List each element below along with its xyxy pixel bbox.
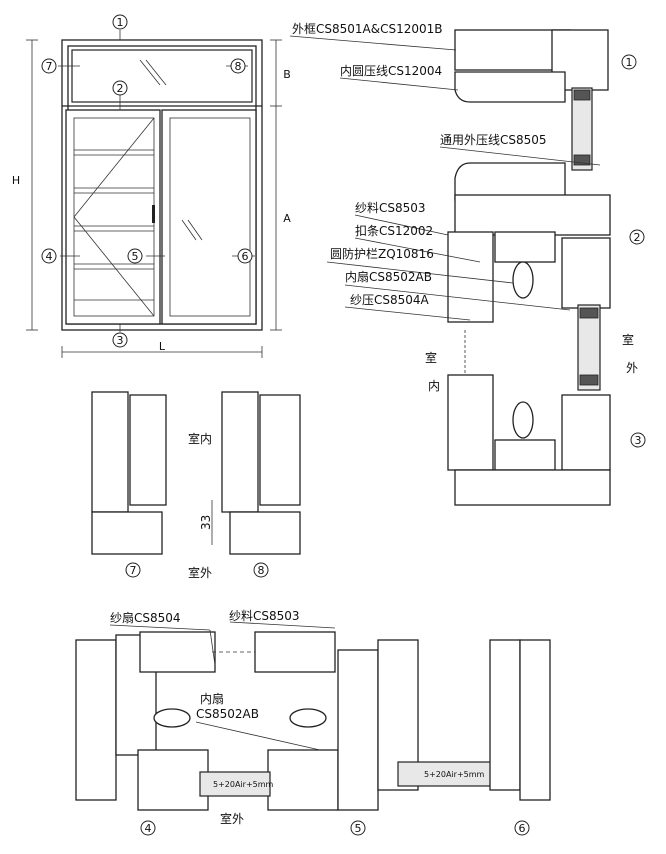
small-indoor-label: 室内 — [188, 431, 212, 446]
label-outer-bead: 通用外压线CS8505 — [440, 133, 547, 147]
label-inner-sash: 内扇CS8502AB — [345, 269, 432, 284]
marker-1: 1 — [626, 56, 633, 69]
marker-8: 8 — [258, 564, 265, 577]
label-screen-sash: 纱扇CS8504 — [110, 610, 181, 625]
outdoor-label-2: 外 — [626, 361, 638, 375]
small-outdoor-label: 室外 — [188, 565, 212, 580]
label-screen-profile-h: 纱料CS8503 — [229, 609, 300, 623]
svg-text:4: 4 — [46, 250, 53, 263]
dim-height: H — [12, 174, 20, 187]
bottom-outdoor-label: 室外 — [220, 811, 244, 826]
elevation-markers: 1 2 3 4 5 6 7 8 — [41, 14, 253, 348]
svg-text:3: 3 — [117, 334, 124, 347]
small-sections: 室内 室外 33 7 8 — [91, 391, 301, 580]
outdoor-label-1: 室 — [622, 332, 634, 347]
dim-sash: A — [283, 212, 291, 225]
handle-icon — [152, 205, 155, 223]
marker-5: 5 — [355, 822, 362, 835]
svg-text:2: 2 — [117, 82, 124, 95]
marker-4: 4 — [145, 822, 152, 835]
label-clip-strip: 扣条CS12002 — [355, 224, 433, 238]
svg-text:6: 6 — [242, 250, 249, 263]
marker-2: 2 — [634, 231, 641, 244]
svg-text:7: 7 — [46, 60, 53, 73]
dim-33: 33 — [199, 515, 213, 530]
label-inner-bead: 内圆压线CS12004 — [340, 64, 442, 78]
label-screen-bead: 纱压CS8504A — [350, 293, 430, 307]
label-inner-sash-1: 内扇 — [200, 691, 224, 706]
vertical-section: 外框CS8501A&CS12001B 内圆压线CS12004 通用外压线CS85… — [289, 22, 646, 506]
label-inner-sash-2: CS8502AB — [196, 707, 259, 721]
glass-spec-right: 5+20Air+5mm — [424, 770, 485, 779]
marker-6: 6 — [519, 822, 526, 835]
horizontal-section: 纱扇CS8504 纱料CS8503 内扇 CS8502AB 5+20Air+5m… — [75, 609, 551, 836]
label-screen-profile: 纱料CS8503 — [355, 201, 426, 215]
window-elevation: H B A L 1 2 3 4 5 6 7 8 — [12, 14, 291, 358]
label-guard-rail: 圆防护栏ZQ10816 — [330, 246, 434, 261]
indoor-label-1: 室 — [425, 350, 437, 365]
dim-transom: B — [283, 68, 291, 81]
glass-spec-left: 5+20Air+5mm — [213, 780, 274, 789]
marker-3: 3 — [635, 434, 642, 447]
indoor-label-2: 内 — [428, 379, 440, 393]
svg-text:1: 1 — [117, 16, 124, 29]
label-outer-frame: 外框CS8501A&CS12001B — [292, 22, 443, 36]
svg-text:5: 5 — [132, 250, 139, 263]
dim-width: L — [159, 340, 166, 353]
svg-text:8: 8 — [235, 60, 242, 73]
marker-7: 7 — [130, 564, 137, 577]
